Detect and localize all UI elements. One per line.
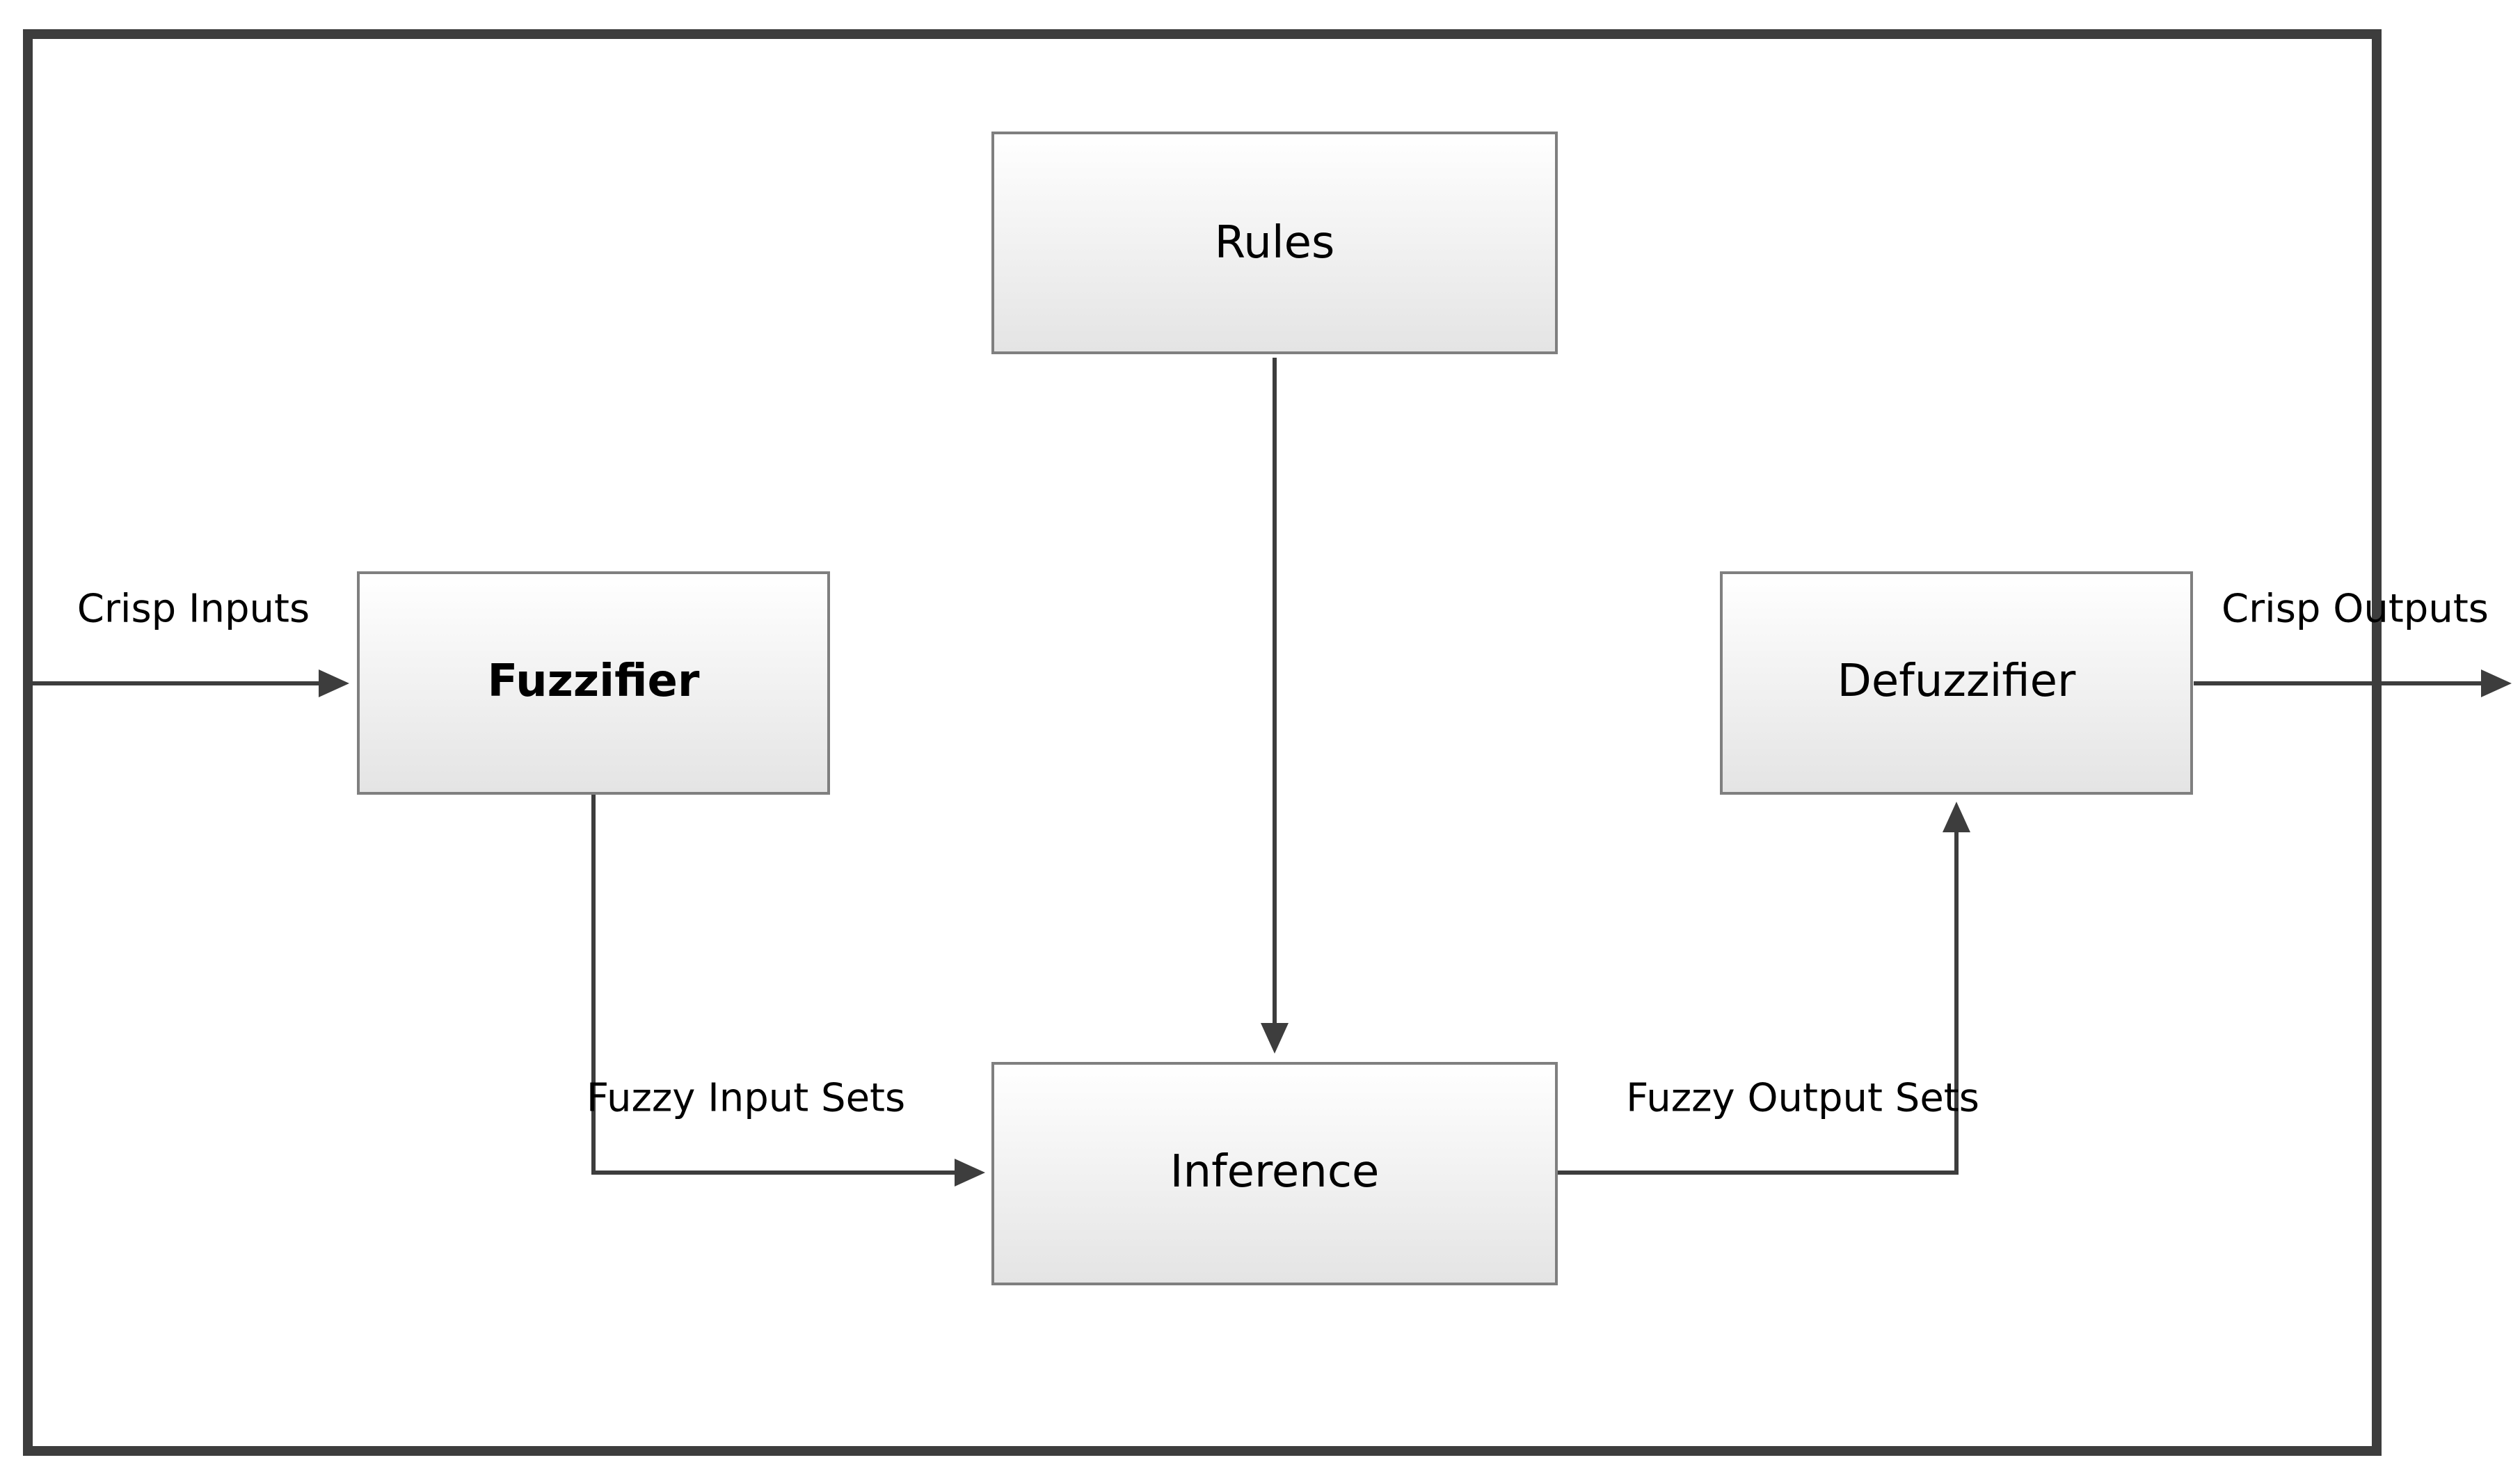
node-inference[interactable]: Inference (991, 1062, 1558, 1285)
edge-fuzzy-input-sets (591, 794, 985, 1187)
node-defuzzifier-label: Defuzzifier (1837, 656, 2076, 707)
node-fuzzifier-label: Fuzzifier (488, 656, 700, 707)
edge-crisp-outputs (2194, 669, 2512, 697)
arrowhead-icon (955, 1159, 985, 1187)
edge-crisp-inputs (31, 669, 349, 697)
node-rules-label: Rules (1215, 217, 1335, 269)
edge-label-crisp-inputs: Crisp Inputs (77, 587, 310, 632)
system-boundary-frame (23, 29, 2382, 1456)
arrowhead-icon (1943, 802, 1970, 832)
arrowhead-icon (2481, 669, 2512, 697)
edge-rules-to-inference (1261, 358, 1289, 1054)
edge-fuzzy-output-sets (1557, 802, 1970, 1175)
arrowhead-icon (1261, 1023, 1289, 1054)
node-inference-label: Inference (1170, 1146, 1380, 1198)
arrowhead-icon (319, 669, 349, 697)
edge-label-fuzzy-output-sets: Fuzzy Output Sets (1626, 1076, 1979, 1121)
edge-label-fuzzy-input-sets: Fuzzy Input Sets (587, 1076, 905, 1121)
node-defuzzifier[interactable]: Defuzzifier (1720, 571, 2193, 795)
node-fuzzifier[interactable]: Fuzzifier (357, 571, 830, 795)
node-rules[interactable]: Rules (991, 132, 1558, 354)
edge-label-crisp-outputs: Crisp Outputs (2222, 587, 2489, 632)
